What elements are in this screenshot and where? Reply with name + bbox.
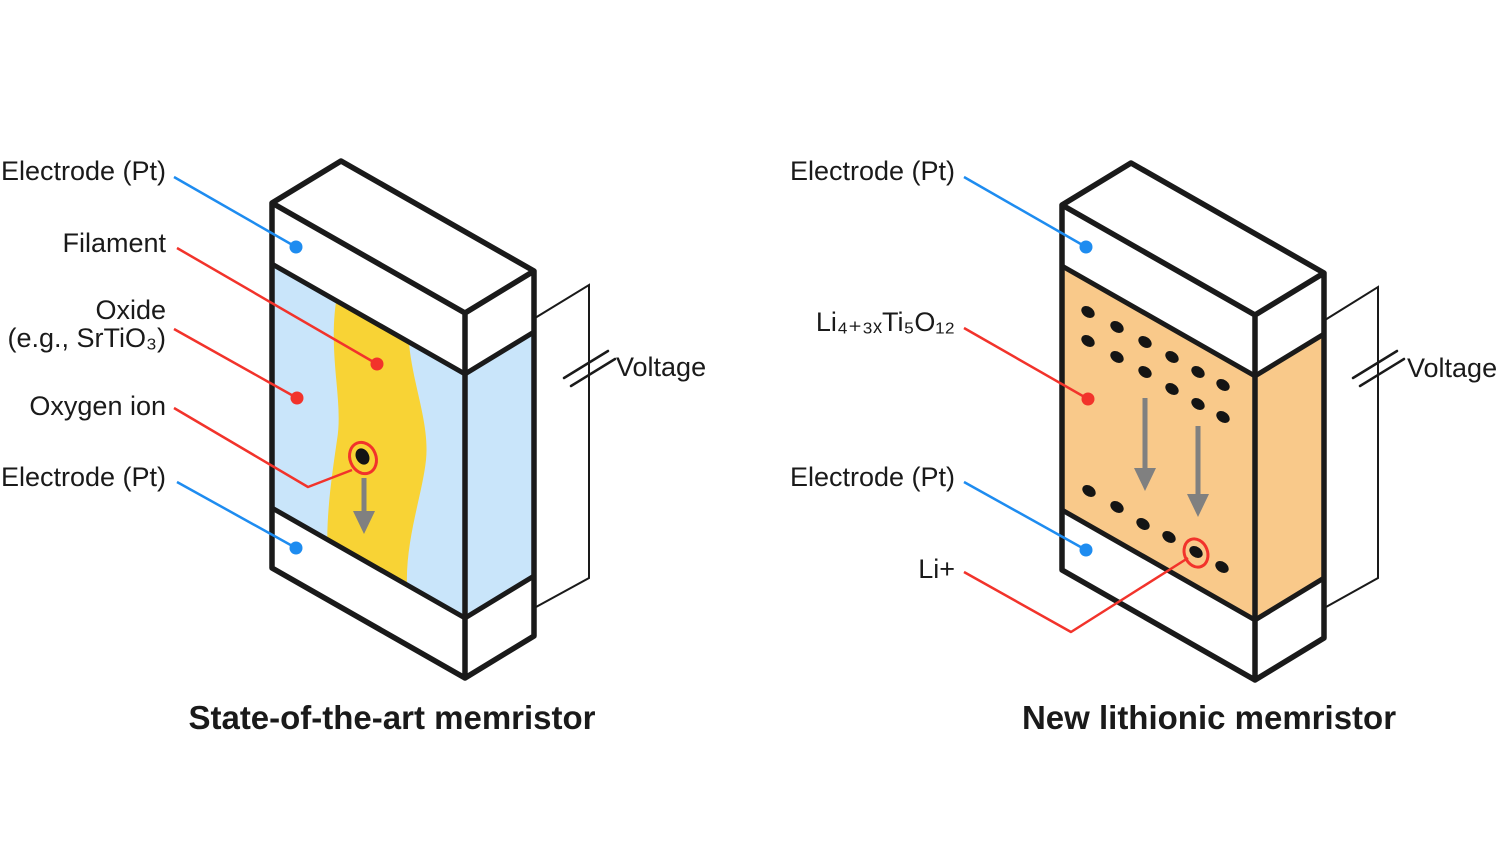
right-drift-arrow1-head [1134, 468, 1156, 491]
lto-front [1062, 266, 1255, 620]
left-top-electrode-front [272, 203, 465, 374]
left-voltage-break-icon [562, 349, 617, 388]
right-electrode-bottom-lead [963, 480, 1087, 552]
li-dot [1162, 531, 1176, 543]
right-top-electrode-side [1255, 273, 1324, 376]
left-electrode-bottom-label: Electrode (Pt) [0, 462, 166, 492]
filament-shape [327, 290, 427, 600]
left-bottom-electrode-side [465, 576, 534, 678]
right-drift-arrow2-head [1187, 494, 1209, 517]
left-oxide-side [465, 332, 534, 618]
li-ion-label: Li+ [918, 554, 955, 584]
li-dot [1216, 411, 1230, 423]
li-dot [1110, 501, 1124, 513]
right-voltage-break-icon [1351, 349, 1406, 388]
right-bottom-electrode-side [1255, 578, 1324, 680]
right-top-electrode-front [1062, 205, 1255, 376]
left-electrode-faces [272, 161, 534, 678]
li-dot [1136, 518, 1150, 530]
right-electrode-top-lead-dot [1079, 240, 1093, 254]
right-bottom-electrode-front [1062, 510, 1255, 680]
lto-material-label: Li₄₊₃ₓTi₅O₁₂ [815, 307, 955, 337]
oxide-label-line1: Oxide [95, 295, 166, 325]
oxide-lead-dot [290, 391, 304, 405]
filament-lead [176, 246, 378, 366]
oxide-lead [173, 327, 298, 400]
li-dot [1191, 366, 1205, 378]
oxygen-ion-label: Oxygen ion [29, 391, 166, 421]
oxygen-ion-dot [355, 448, 370, 465]
right-electrode-bottom-lead-dot [1079, 543, 1093, 557]
left-electrode-top-lead-dot [289, 240, 303, 254]
li-dot [1081, 335, 1095, 347]
li-dot [1191, 398, 1205, 410]
li-dot [1110, 351, 1124, 363]
left-memristor-diagram [173, 158, 617, 681]
right-device-caption: New lithionic memristor [1021, 699, 1397, 736]
right-voltage-wire [1324, 285, 1379, 608]
left-voltage-wire [534, 283, 590, 608]
left-drift-arrow-head [353, 511, 375, 534]
left-electrode-bottom-lead [176, 480, 297, 550]
right-electrode-faces [1062, 163, 1324, 680]
filament-lead-dot [370, 357, 384, 371]
left-electrode-top-label: Electrode (Pt) [0, 156, 166, 186]
li-dot [1110, 321, 1124, 333]
left-top-face [272, 161, 534, 313]
lto-material-lead [963, 326, 1089, 401]
li-dot [1216, 379, 1230, 391]
lto-layer [1062, 266, 1324, 620]
left-top-electrode-side [465, 271, 534, 374]
right-box-outline [1059, 160, 1327, 683]
right-voltage-label: Voltage [1407, 353, 1498, 383]
left-box-outline [269, 158, 537, 681]
li-ion-lead [963, 556, 1189, 634]
left-device-caption: State-of-the-art memristor [188, 699, 596, 736]
lto-material-lead-dot [1081, 392, 1095, 406]
oxide-label-line2: (e.g., SrTiO₃) [7, 323, 166, 353]
left-bottom-electrode-front [272, 508, 465, 678]
li-dot [1165, 383, 1179, 395]
li-dot [1215, 561, 1229, 573]
right-top-face [1062, 163, 1324, 315]
right-memristor-diagram [963, 160, 1406, 683]
li-dot [1165, 351, 1179, 363]
lithium-ion-dots [1081, 306, 1230, 573]
oxygen-ion-circle-icon [348, 440, 378, 476]
right-electrode-top-lead [963, 175, 1087, 249]
oxide-label: Oxide (e.g., SrTiO₃) [7, 296, 166, 352]
li-dot-circled [1189, 546, 1203, 558]
left-electrode-bottom-lead-dot [289, 541, 303, 555]
li-ion-circle-icon [1182, 537, 1210, 569]
li-dot [1081, 306, 1095, 318]
li-dot [1082, 485, 1096, 497]
right-electrode-bottom-label: Electrode (Pt) [789, 462, 955, 492]
li-dot [1138, 336, 1152, 348]
oxygen-ion-lead [173, 406, 353, 489]
lto-side [1255, 334, 1324, 620]
left-electrode-top-lead [173, 175, 297, 249]
right-electrode-top-label: Electrode (Pt) [789, 156, 955, 186]
li-dot [1138, 366, 1152, 378]
left-voltage-label: Voltage [616, 352, 707, 382]
filament-label: Filament [62, 228, 166, 258]
